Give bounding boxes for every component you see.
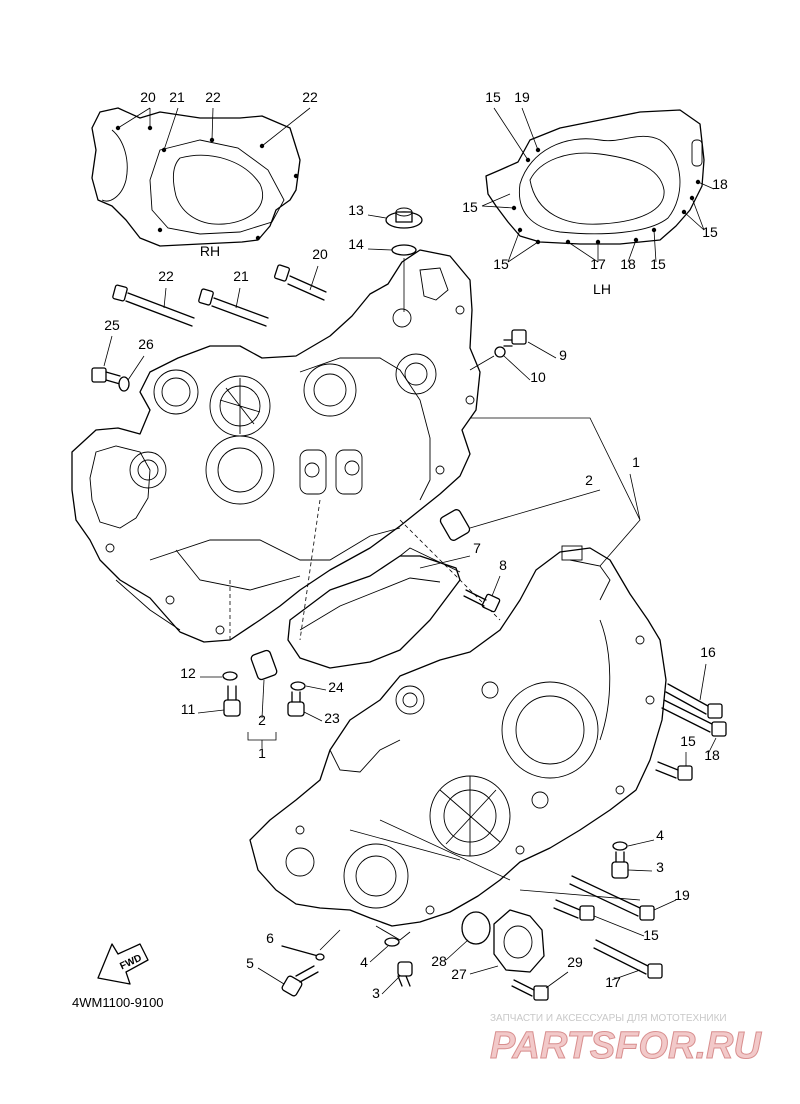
callout-2: 2	[585, 472, 593, 488]
bolts-right-group	[655, 663, 727, 781]
callout-19: 19	[514, 89, 530, 105]
callout-28: 28	[431, 953, 447, 969]
right-crankcase-half	[71, 249, 481, 643]
callout-24: 24	[328, 679, 344, 695]
lh-bolt-inset	[481, 107, 715, 263]
callout-16: 16	[700, 644, 716, 660]
callout-17: 17	[605, 974, 621, 990]
callout-6: 6	[266, 930, 274, 946]
callout-19: 19	[674, 887, 690, 903]
callout-18: 18	[704, 747, 720, 763]
watermark-brand: PARTSFOR.RU	[490, 1025, 762, 1067]
watermark-tagline: ЗАПЧАСТИ И АКСЕССУАРЫ ДЛЯ МОТОТЕХНИКИ	[490, 1013, 727, 1024]
callout-lh: LH	[593, 281, 611, 297]
callout-3: 3	[372, 985, 380, 1001]
callout-7: 7	[473, 540, 481, 556]
callout-18: 18	[712, 176, 728, 192]
bolt-9	[503, 329, 527, 347]
bolt-3-right	[611, 851, 629, 879]
bolt-5	[281, 965, 319, 997]
callout-3: 3	[656, 859, 664, 875]
callout-15: 15	[643, 927, 659, 943]
washer-24	[290, 681, 306, 691]
callout-15: 15	[493, 256, 509, 272]
pin-6	[281, 945, 325, 961]
left-crankcase-half	[249, 545, 667, 941]
cover-27	[493, 909, 545, 973]
fwd-arrow-icon: FWD	[97, 943, 149, 985]
washer-10	[494, 346, 506, 358]
callout-9: 9	[559, 347, 567, 363]
strainer-cover	[287, 547, 461, 669]
callout-23: 23	[324, 710, 340, 726]
callout-18: 18	[620, 256, 636, 272]
callout-1: 1	[258, 745, 266, 761]
bolt-11	[223, 685, 241, 717]
o-ring-14	[391, 244, 417, 256]
callout-2: 2	[258, 712, 266, 728]
bolt-23	[287, 691, 305, 717]
callout-1: 1	[632, 454, 640, 470]
callout-17: 17	[590, 256, 606, 272]
washer-12	[222, 671, 238, 681]
callout-21: 21	[233, 268, 249, 284]
callout-rh: RH	[200, 243, 220, 259]
callout-5: 5	[246, 955, 254, 971]
callout-8: 8	[499, 557, 507, 573]
callout-15: 15	[680, 733, 696, 749]
callout-22: 22	[302, 89, 318, 105]
callout-15: 15	[462, 199, 478, 215]
dowel-pin-upper	[439, 509, 471, 541]
bolt-29	[511, 979, 549, 1001]
bolts-lower-group	[553, 875, 677, 981]
bolt-8	[463, 575, 501, 613]
callout-22: 22	[158, 268, 174, 284]
callout-10: 10	[530, 369, 546, 385]
bolt-3-lower	[397, 961, 413, 987]
callout-15: 15	[702, 224, 718, 240]
callout-21: 21	[169, 89, 185, 105]
callout-11: 11	[181, 701, 196, 717]
callout-14: 14	[348, 236, 364, 252]
washer-4-right	[612, 841, 628, 851]
callout-4: 4	[656, 827, 664, 843]
o-ring-28	[461, 911, 491, 945]
callout-15: 15	[485, 89, 501, 105]
callout-25: 25	[104, 317, 120, 333]
rh-bolt-inset	[91, 107, 311, 247]
diagram-code: 4WM1100-9100	[72, 995, 164, 1010]
callout-26: 26	[138, 336, 154, 352]
callout-22: 22	[205, 89, 221, 105]
callout-29: 29	[567, 954, 583, 970]
oil-filler-plug	[385, 207, 423, 229]
callout-20: 20	[140, 89, 156, 105]
washer-4-lower	[384, 937, 400, 947]
callout-12: 12	[180, 665, 196, 681]
bolt-25	[91, 367, 121, 385]
dowel-pin-lower	[250, 649, 278, 681]
callout-20: 20	[312, 246, 328, 262]
callout-4: 4	[360, 954, 368, 970]
callout-13: 13	[348, 202, 364, 218]
through-bolts-upper	[112, 264, 327, 327]
callout-27: 27	[451, 966, 467, 982]
callout-15: 15	[650, 256, 666, 272]
washer-26	[118, 376, 130, 392]
watermark-logo: ЗАПЧАСТИ И АКСЕССУАРЫ ДЛЯ МОТОТЕХНИКИ PA…	[490, 1013, 763, 1068]
